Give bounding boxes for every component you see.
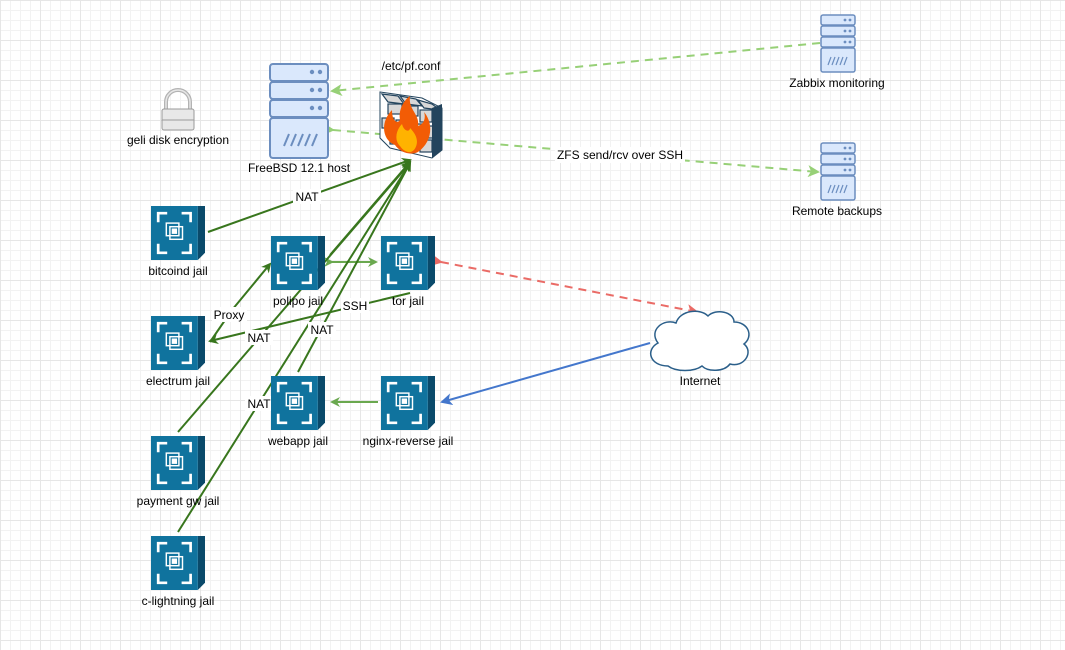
edge-internet-nginx[interactable] (440, 342, 651, 406)
node-polipo-jail[interactable]: polipo jail (269, 231, 327, 308)
edge-label-nat-bitcoind-text: NAT (295, 190, 319, 204)
edge-tor-electrum[interactable] (208, 292, 411, 344)
edge-label-zfs-text: ZFS send/rcv over SSH (557, 148, 683, 162)
edge-labels: ZFS send/rcv over SSH NAT Proxy SSH NAT … (212, 147, 685, 411)
node-zabbix[interactable]: Zabbix monitoring (789, 14, 885, 90)
edge-electrum-polipo[interactable] (231, 262, 272, 311)
edge-label-nat-electrum: NAT (245, 330, 273, 345)
node-label: payment gw jail (137, 494, 220, 508)
node-label: c-lightning jail (142, 594, 215, 608)
edge-label-nat-bitcoind: NAT (293, 189, 321, 204)
edge-label-zfs: ZFS send/rcv over SSH (555, 147, 685, 163)
node-freebsd-host[interactable]: FreeBSD 12.1 host (248, 63, 351, 175)
node-internet[interactable]: Internet (649, 310, 750, 388)
node-label: webapp jail (267, 434, 328, 448)
node-bitcoind-jail[interactable]: bitcoind jail (148, 201, 208, 278)
edge-electrum-fw[interactable] (177, 161, 412, 433)
jail-container-icon (379, 236, 437, 290)
edge-label-nat-electrum-text: NAT (247, 331, 271, 345)
jail-container-icon (149, 206, 207, 260)
node-label: /etc/pf.conf (382, 59, 441, 73)
padlock-icon (161, 88, 195, 131)
node-electrum-jail[interactable]: electrum jail (146, 311, 210, 388)
jail-container-icon (379, 376, 437, 430)
jail-container-icon (149, 536, 207, 590)
node-backups[interactable]: Remote backups (792, 142, 882, 218)
edge-label-ssh-text: SSH (343, 299, 368, 313)
edge-tor-internet[interactable] (430, 254, 699, 316)
jail-container-icon (149, 436, 207, 490)
firewall-icon (379, 91, 443, 159)
cloud-icon (649, 310, 750, 372)
node-label: FreeBSD 12.1 host (248, 161, 351, 175)
node-label: Remote backups (792, 204, 882, 218)
edge-zabbix-to-host[interactable] (330, 42, 821, 96)
node-label: nginx-reverse jail (363, 434, 454, 448)
node-firewall[interactable]: /etc/pf.conf (379, 59, 443, 159)
edge-webapp-fw[interactable] (297, 161, 411, 373)
node-webapp-jail[interactable]: webapp jail (267, 371, 328, 448)
node-label: polipo jail (273, 294, 323, 308)
node-label: geli disk encryption (127, 133, 229, 147)
jail-container-icon (269, 376, 327, 430)
node-tor-jail[interactable]: tor jail (379, 231, 437, 308)
server-icon (820, 142, 856, 201)
node-label: electrum jail (146, 374, 210, 388)
node-payment-jail[interactable]: payment gw jail (137, 431, 220, 508)
node-clightning-jail[interactable]: c-lightning jail (142, 531, 215, 608)
edge-label-ssh: SSH (341, 298, 369, 313)
node-nginx-jail[interactable]: nginx-reverse jail (363, 371, 454, 448)
node-label: bitcoind jail (148, 264, 207, 278)
node-geli[interactable]: geli disk encryption (127, 88, 229, 147)
jail-container-icon (149, 316, 207, 370)
edge-label-proxy-text: Proxy (214, 308, 245, 322)
edge-label-proxy: Proxy (212, 307, 247, 322)
edge-label-nat-webapp: NAT (308, 322, 336, 337)
edge-clightning-fw[interactable] (177, 161, 412, 533)
node-label: tor jail (392, 294, 424, 308)
server-icon (820, 14, 856, 73)
server-rack-icon (269, 63, 329, 159)
edge-label-nat-payment: NAT (245, 396, 273, 411)
jail-container-icon (269, 236, 327, 290)
node-label: Internet (680, 374, 721, 388)
node-label: Zabbix monitoring (789, 76, 884, 90)
edge-label-nat-webapp-text: NAT (310, 323, 334, 337)
edge-label-nat-payment-text: NAT (247, 397, 271, 411)
